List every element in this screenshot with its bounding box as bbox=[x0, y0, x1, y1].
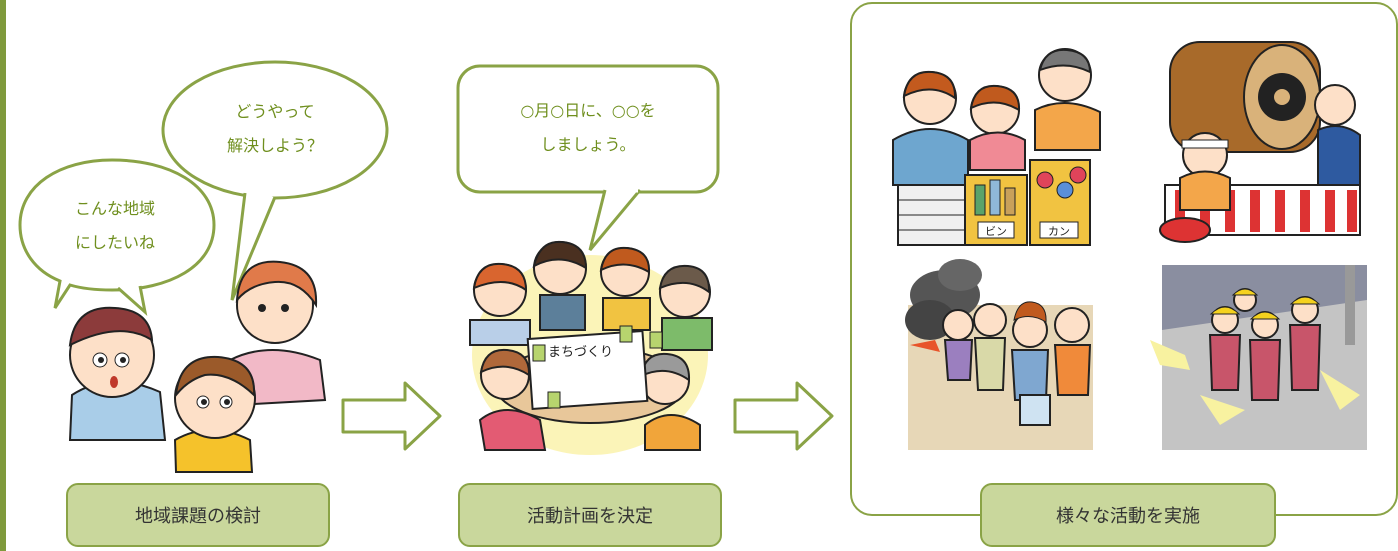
people-thinking-illustration bbox=[68, 260, 327, 473]
arrow-right-icon bbox=[341, 381, 442, 451]
meeting-group-illustration: まちづくり bbox=[469, 240, 713, 455]
step-label-2: 活動計画を決定 bbox=[458, 483, 722, 547]
speech-bubble-2 bbox=[161, 60, 389, 301]
machizukuri-sign-text: まちづくり bbox=[548, 345, 613, 360]
left-accent-rule bbox=[0, 0, 6, 551]
recycling-illustration: ビン カン bbox=[892, 48, 1101, 246]
arrow-right-icon bbox=[733, 381, 834, 451]
community-cleanup-illustration bbox=[905, 259, 1093, 450]
bubble-2-text: どうやって 解決しよう？ bbox=[226, 102, 323, 155]
drum-festival-illustration bbox=[1159, 41, 1361, 243]
speech-bubble-1 bbox=[18, 158, 216, 317]
night-patrol-illustration bbox=[1150, 265, 1367, 450]
step-label-3: 様々な活動を実施 bbox=[980, 483, 1276, 547]
step-label-1: 地域課題の検討 bbox=[66, 483, 330, 547]
bubble-1-text: こんな地域 にしたいね bbox=[74, 199, 155, 252]
speech-bubble-3 bbox=[456, 64, 720, 251]
bubble-3-text: ○月○日に、○○を しましょう。 bbox=[520, 101, 656, 154]
bottle-sign-text: ビン bbox=[985, 225, 1007, 238]
can-sign-text: カン bbox=[1048, 225, 1070, 238]
